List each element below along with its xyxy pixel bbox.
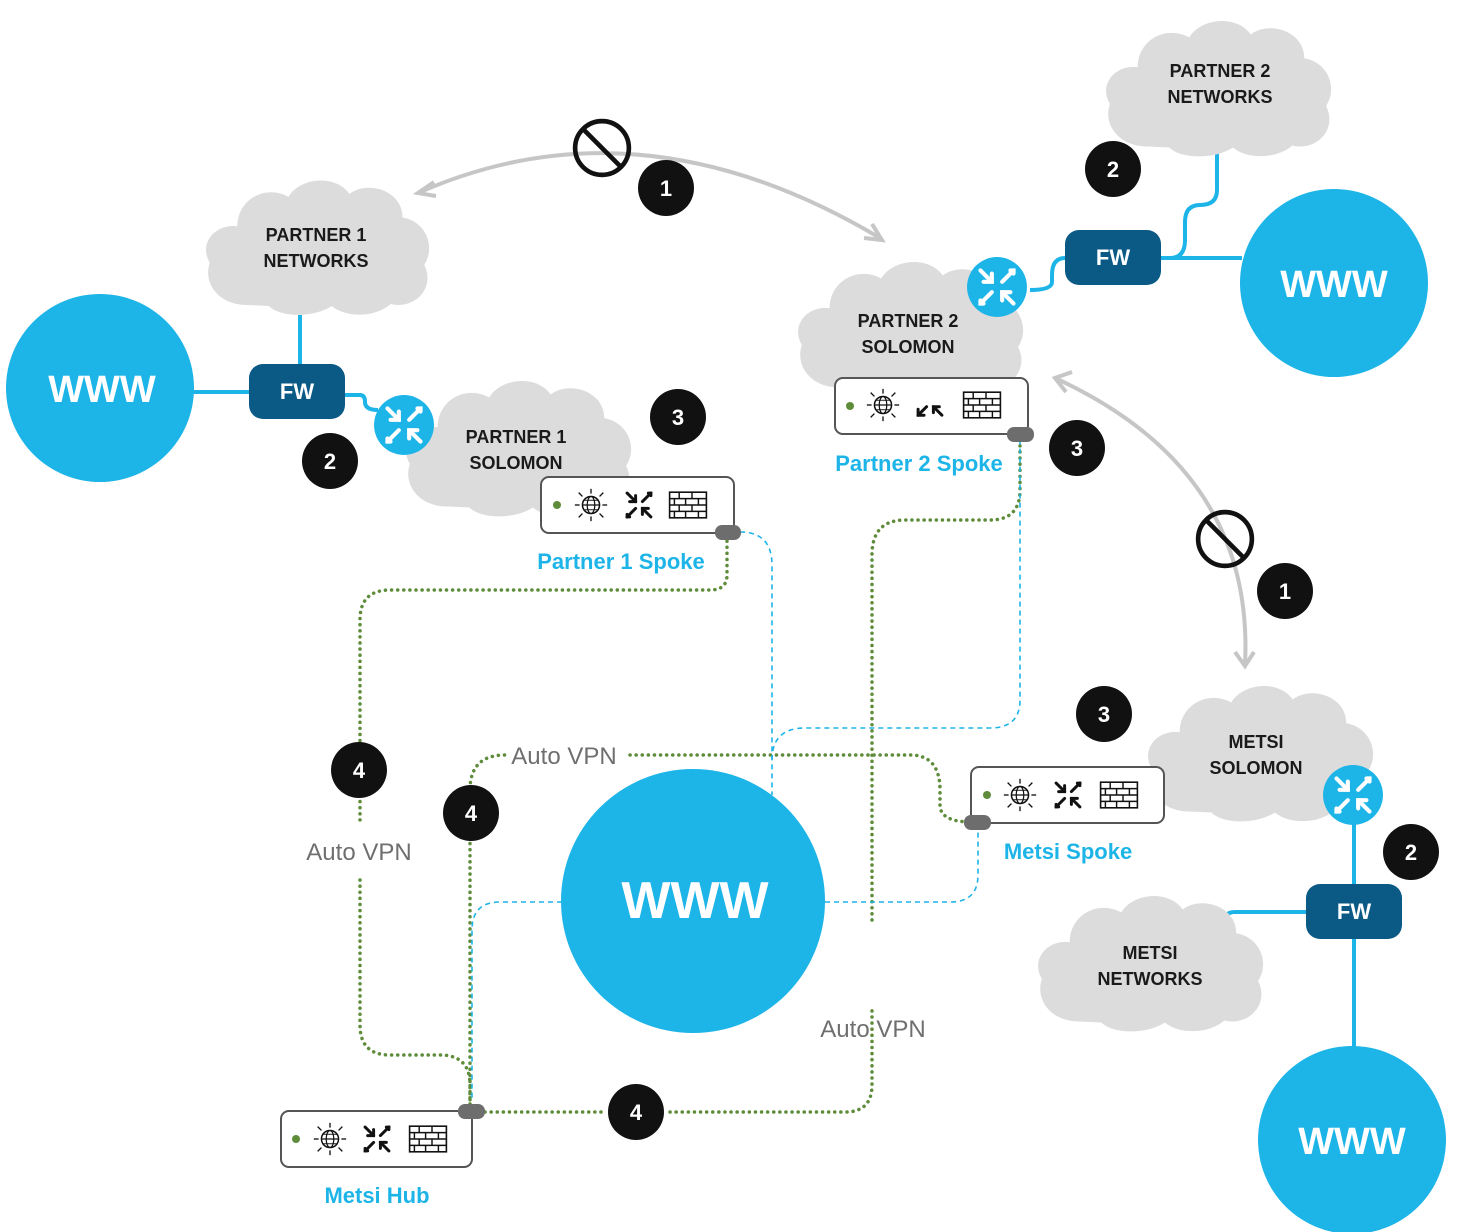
svg-text:METSI: METSI: [1122, 943, 1177, 963]
svg-text:4: 4: [353, 758, 366, 783]
router-icon: [374, 395, 434, 455]
svg-text:3: 3: [1071, 436, 1083, 461]
device-partner1-spoke: Partner 1 Spoke: [537, 476, 741, 574]
firewall-brick-icon: [668, 491, 708, 519]
svg-text:NETWORKS: NETWORKS: [1098, 969, 1203, 989]
firewall-brick-icon: [408, 1125, 448, 1153]
router-icon: [1323, 765, 1383, 825]
svg-text:WWW: WWW: [48, 369, 156, 411]
cloud-metsi-networks: METSI NETWORKS: [1038, 895, 1264, 1032]
internet-uplinks: [471, 437, 1021, 1100]
svg-text:SOLOMON: SOLOMON: [1210, 758, 1303, 778]
svg-text:2: 2: [324, 449, 336, 474]
cloud-metsi-solomon: METSI SOLOMON: [1148, 685, 1374, 822]
firewall-partner2: FW: [1065, 230, 1161, 285]
badge-3: 3: [1076, 686, 1132, 742]
svg-text:4: 4: [630, 1100, 643, 1125]
svg-text:WWW: WWW: [1298, 1121, 1406, 1163]
svg-text:WWW: WWW: [1280, 264, 1388, 306]
auto-vpn-label: Auto VPN: [306, 839, 411, 866]
firewall-metsi: FW: [1306, 884, 1402, 939]
svg-text:FW: FW: [280, 379, 314, 404]
svg-text:1: 1: [660, 176, 672, 201]
badge-2: 2: [1383, 824, 1439, 880]
firewall-brick-icon: [962, 391, 1002, 419]
metsi-hub-label: Metsi Hub: [324, 1183, 429, 1208]
svg-text:METSI: METSI: [1228, 732, 1283, 752]
firewall-partner1: FW: [249, 364, 345, 419]
cloud-partner2-networks: PARTNER 2 NETWORKS: [1106, 20, 1332, 157]
www-circle-left: WWW: [6, 294, 194, 482]
svg-text:PARTNER 2: PARTNER 2: [858, 311, 959, 331]
badge-2: 2: [302, 433, 358, 489]
badge-1: 1: [638, 160, 694, 216]
svg-text:WWW: WWW: [621, 872, 769, 930]
badge-1: 1: [1257, 563, 1313, 619]
badge-4: 4: [608, 1084, 664, 1140]
auto-vpn-paths: [358, 435, 1022, 1114]
svg-text:FW: FW: [1337, 899, 1371, 924]
svg-text:PARTNER 1: PARTNER 1: [466, 427, 567, 447]
svg-text:SOLOMON: SOLOMON: [470, 453, 563, 473]
cloud-partner1-networks: PARTNER 1 NETWORKS: [206, 180, 430, 315]
svg-text:PARTNER 1: PARTNER 1: [266, 225, 367, 245]
badge-2: 2: [1085, 141, 1141, 197]
solid-links: [190, 152, 1356, 1060]
svg-text:FW: FW: [1096, 245, 1130, 270]
www-circle-top-right: WWW: [1240, 189, 1428, 377]
partner1-spoke-label: Partner 1 Spoke: [537, 549, 705, 574]
device-metsi-hub: Metsi Hub: [280, 1104, 485, 1208]
metsi-spoke-label: Metsi Spoke: [1004, 839, 1132, 864]
svg-text:PARTNER 2: PARTNER 2: [1170, 61, 1271, 81]
cloud-partner1-solomon: PARTNER 1 SOLOMON: [406, 380, 632, 517]
cloud-partner2-solomon: PARTNER 2 SOLOMON: [798, 261, 1024, 398]
svg-text:SOLOMON: SOLOMON: [862, 337, 955, 357]
svg-text:4: 4: [465, 801, 478, 826]
badge-3: 3: [1049, 420, 1105, 476]
firewall-brick-icon: [1099, 781, 1139, 809]
svg-text:NETWORKS: NETWORKS: [1168, 87, 1273, 107]
svg-text:3: 3: [1098, 702, 1110, 727]
device-metsi-spoke: Metsi Spoke: [964, 766, 1165, 864]
auto-vpn-label: Auto VPN: [511, 743, 616, 770]
www-circle-center: WWW: [561, 769, 825, 1033]
svg-text:3: 3: [672, 405, 684, 430]
badge-4: 4: [443, 785, 499, 841]
router-icon: [967, 257, 1027, 317]
www-circle-bottom-right: WWW: [1258, 1046, 1446, 1232]
svg-text:NETWORKS: NETWORKS: [264, 251, 369, 271]
svg-text:1: 1: [1279, 579, 1291, 604]
partner2-spoke-label: Partner 2 Spoke: [835, 451, 1003, 476]
auto-vpn-label: Auto VPN: [820, 1016, 925, 1043]
svg-text:2: 2: [1107, 157, 1119, 182]
device-partner2-spoke: Partner 2 Spoke: [834, 377, 1034, 476]
badge-4: 4: [331, 742, 387, 798]
blocked-paths: [412, 151, 1256, 670]
badge-3: 3: [650, 389, 706, 445]
prohibited-icon: [575, 121, 629, 175]
svg-text:2: 2: [1405, 840, 1417, 865]
prohibited-icon: [1198, 512, 1252, 566]
